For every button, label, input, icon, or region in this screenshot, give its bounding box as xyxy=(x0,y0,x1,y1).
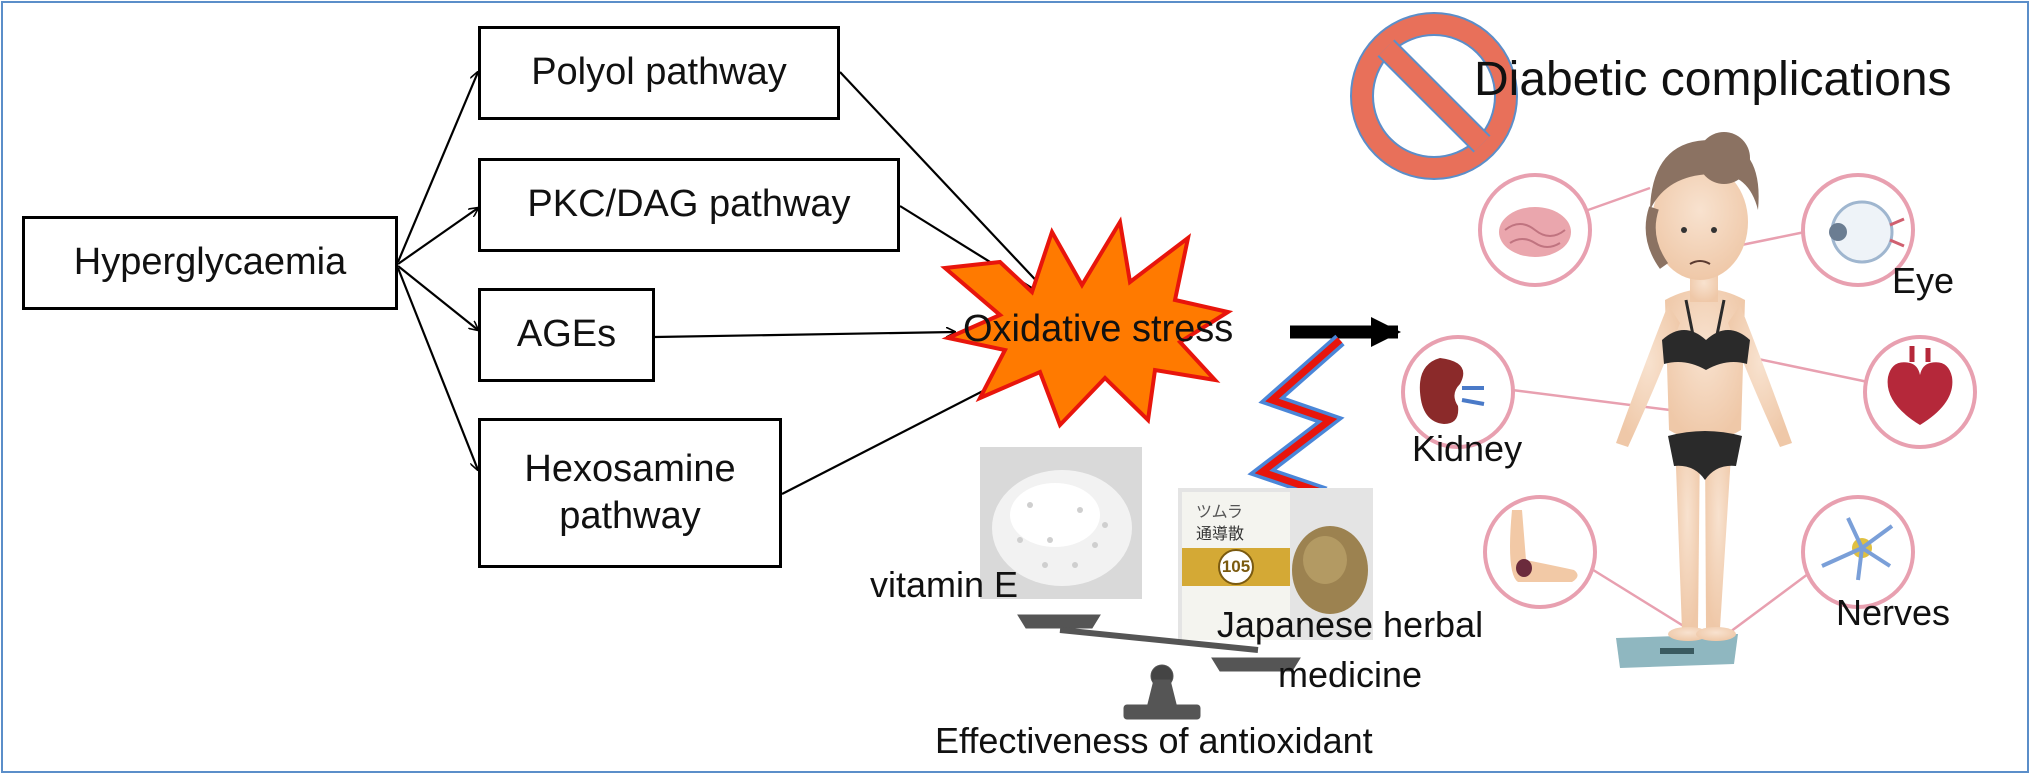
woman-illustration xyxy=(1616,132,1792,668)
oxidative-stress-label: Oxidative stress xyxy=(963,308,1234,350)
hexosamine-label-line2: pathway xyxy=(559,495,701,537)
herbal-medicine-photo xyxy=(1178,488,1373,640)
arrow-to-pkc xyxy=(397,208,478,265)
hyperglycaemia-node: Hyperglycaemia xyxy=(22,216,398,310)
brain-icon xyxy=(1478,173,1592,287)
package-brand-text: ツムラ xyxy=(1196,504,1243,521)
arrow-hexosamine-to-stress xyxy=(781,372,1020,495)
polyol-pathway-node: Polyol pathway xyxy=(478,26,840,120)
hyperglycaemia-label: Hyperglycaemia xyxy=(73,241,347,284)
polyol-pathway-label: Polyol pathway xyxy=(531,51,787,94)
pkc-dag-pathway-node: PKC/DAG pathway xyxy=(478,158,900,252)
arrow-to-ages xyxy=(397,265,478,330)
arrow-polyol-to-stress xyxy=(839,71,1045,290)
eye-icon xyxy=(1801,173,1915,287)
fanout-arrows xyxy=(396,71,1048,495)
nerves-label: Nerves xyxy=(1836,592,1951,633)
vitamin-e-photo xyxy=(980,447,1142,599)
kidney-icon xyxy=(1401,335,1515,449)
nerve-cell-icon xyxy=(1801,495,1915,609)
ages-node: AGEs xyxy=(478,288,655,382)
hexosamine-label-line1: Hexosamine xyxy=(524,447,736,490)
package-name-text: 通導散 xyxy=(1196,526,1245,543)
arrow-to-hexosamine xyxy=(396,267,478,470)
herbal-medicine-label-line2: medicine xyxy=(1277,654,1423,695)
vitamin-e-label: vitamin E xyxy=(870,564,1019,605)
hexosamine-pathway-node: Hexosamine pathway xyxy=(478,418,782,568)
arrow-ages-to-stress xyxy=(654,332,955,339)
oxidative-stress-burst xyxy=(940,216,1234,429)
balance-caption: Effectiveness of antioxidant xyxy=(935,720,1373,761)
kidney-label: Kidney xyxy=(1412,428,1523,469)
complications-title: Diabetic complications xyxy=(1474,53,1952,106)
balance-scale-icon xyxy=(1017,614,1301,720)
package-number: 105 xyxy=(1221,557,1251,576)
arrow-to-polyol xyxy=(396,72,478,263)
pkc-dag-pathway-label: PKC/DAG pathway xyxy=(527,183,851,226)
no-sign-icon xyxy=(1350,12,1518,180)
eye-label: Eye xyxy=(1892,260,1955,301)
ages-label: AGEs xyxy=(516,313,617,356)
herbal-medicine-label-line1: Japanese herbal xyxy=(1216,604,1484,645)
heart-icon xyxy=(1863,335,1977,449)
foot-icon xyxy=(1483,495,1597,609)
